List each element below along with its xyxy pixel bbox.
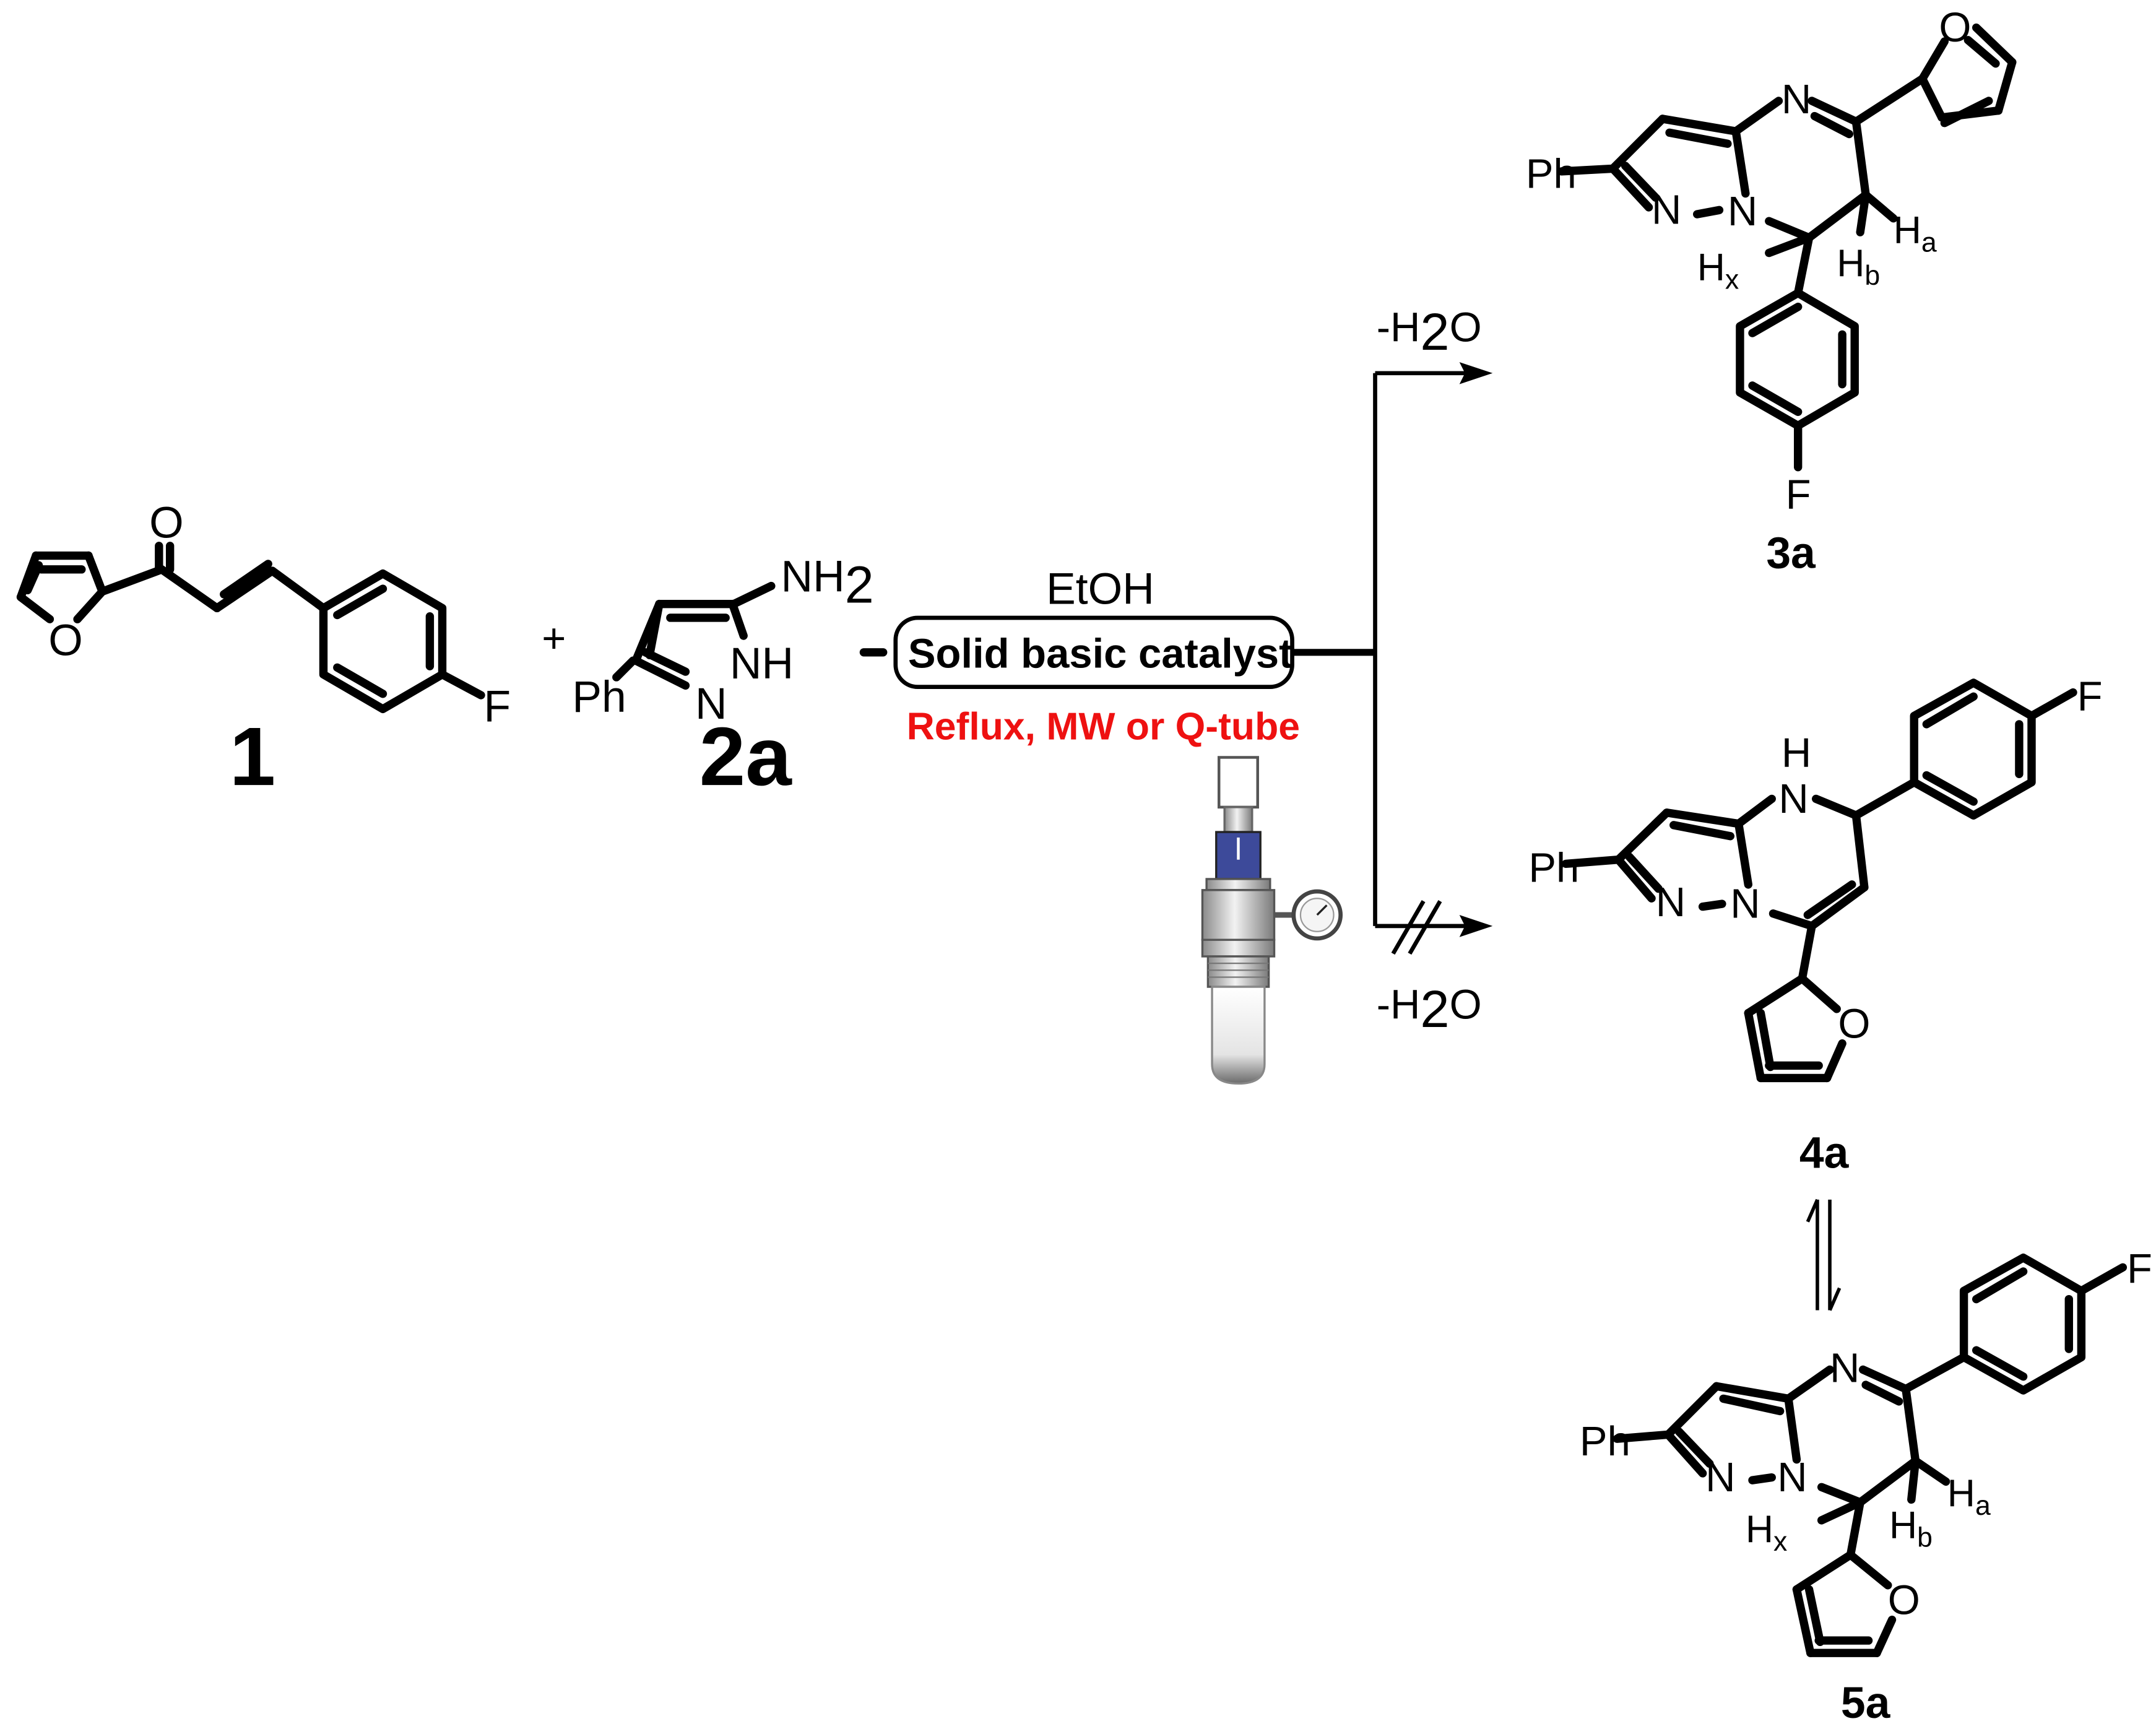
pyrazole-n-label: N [695,679,727,729]
blocked-mark-1 [1391,899,1426,955]
fluorine-label-1: F [483,682,511,731]
pyrimidine-n-label-3a: N [1782,76,1811,123]
hx-label-3a: Hx [1697,246,1739,295]
catalyst-label: Solid basic catalyst [908,630,1293,677]
fluorine-label-4a: F [2077,674,2103,720]
compound-label-5a: 5a [1841,1678,1891,1728]
furan-oxygen-label-1: O [48,615,83,665]
compound-5a-structure [1613,1253,2128,1657]
bridgehead-n-label-5a: N [1777,1454,1807,1501]
phenyl-label-4a: Ph [1528,844,1579,891]
phenyl-label-3a: Ph [1526,151,1577,197]
hb-label-5a: Hb [1889,1504,1933,1553]
solvent-label: EtOH [1046,565,1154,614]
compound-4a-structure [1561,678,2077,1083]
carbonyl-oxygen-label: O [149,498,184,547]
bridgehead-n-label-3a: N [1728,188,1757,235]
fluorine-label-5a: F [2127,1246,2152,1292]
phenyl-label-5a: Ph [1580,1418,1630,1465]
pyrimidine-n-label-5a: N [1830,1345,1859,1392]
compound-label-1: 1 [230,711,276,803]
plus-sign: + [542,615,566,662]
ha-label-3a: Ha [1894,209,1937,258]
compound-3a-structure [1557,23,2017,472]
pyrazole-n-label-5a: N [1705,1454,1735,1501]
arrowhead-4a [1459,914,1493,937]
q-tube-pressure-reactor-icon [1201,756,1343,1085]
pyrazole-n-label-3a: N [1652,187,1681,233]
hx-label-5a: Hx [1746,1508,1787,1557]
amino-group-label: NH2 [781,552,873,614]
hb-label-3a: Hb [1837,242,1880,291]
nh-n-label-4a: N [1778,776,1808,822]
phenyl-label-2a: Ph [572,672,626,722]
h-label-4a: H [1782,730,1811,776]
fluorine-label-3a: F [1786,472,1811,518]
equilibrium-arrows [1806,1198,1842,1311]
pyrazole-n-label-4a: N [1656,879,1686,925]
compound-label-2a: 2a [699,711,792,803]
water-loss-label-bottom: -H2O [1377,979,1482,1038]
compound-2a-structure [612,581,776,690]
pyrazole-nh-label: NH [730,639,794,688]
bridgehead-n-label-4a: N [1730,880,1760,927]
water-loss-label-top: -H2O [1377,302,1482,361]
arrowhead-3a [1459,362,1493,384]
furan-oxygen-label-4a: O [1838,1001,1870,1047]
compound-label-3a: 3a [1766,529,1816,578]
ha-label-5a: Ha [1947,1472,1991,1521]
blocked-mark-2 [1408,899,1442,955]
methods-label: Reflux, MW or Q-tube [907,704,1300,748]
compound-1-structure [16,542,485,714]
furan-oxygen-label-3a: O [1939,4,1971,51]
furan-oxygen-label-5a: O [1888,1577,1920,1624]
compound-label-4a: 4a [1799,1129,1850,1178]
